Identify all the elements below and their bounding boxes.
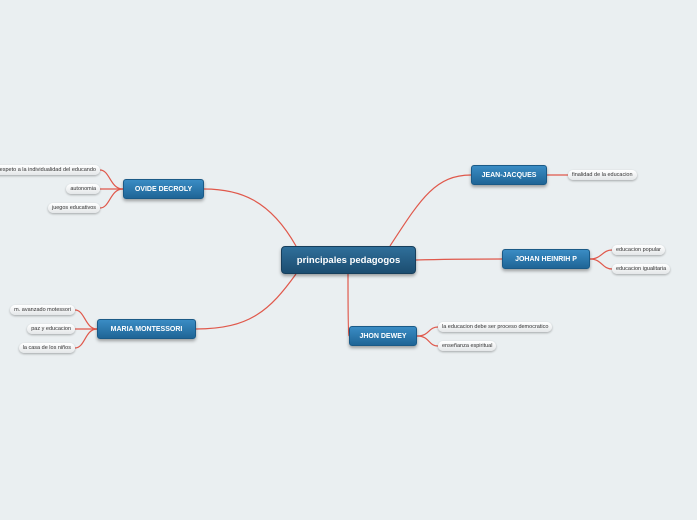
central-topic[interactable]: principales pedagogos xyxy=(281,246,416,274)
subtopic-juegos-educativos[interactable]: juegos educativos xyxy=(47,203,100,213)
link-johan-heinrih xyxy=(415,258,503,261)
main-topic-johan-heinrih[interactable]: JOHAN HEINRIH P xyxy=(502,249,590,269)
link-sub xyxy=(416,335,439,347)
link-sub xyxy=(99,188,124,209)
main-topic-jhon-dewey[interactable]: JHON DEWEY xyxy=(349,326,417,346)
subtopic-paz-educacion[interactable]: paz y educacion xyxy=(27,324,75,334)
subtopic-autonomia[interactable]: autonomia xyxy=(66,184,100,194)
subtopic-casa-ninos[interactable]: la casa de los niños xyxy=(18,343,75,353)
link-sub xyxy=(74,309,98,330)
subtopic-ensenanza-espiritual[interactable]: enseñanza espiritual xyxy=(438,341,497,351)
link-sub xyxy=(74,328,98,349)
main-topic-ovide-decroly[interactable]: OVIDE DECROLY xyxy=(123,179,204,199)
subtopic-proceso-democratico[interactable]: la educacion debe ser proceso democratic… xyxy=(438,322,553,332)
subtopic-finalidad-educacion[interactable]: finalidad de la educacion xyxy=(568,170,637,180)
link-sub xyxy=(416,326,439,337)
link-jhon-dewey xyxy=(347,273,350,337)
subtopic-educacion-popular[interactable]: educacion popular xyxy=(612,245,665,255)
link-maria-montessori xyxy=(195,273,297,330)
link-sub xyxy=(99,169,124,190)
main-topic-jean-jacques[interactable]: JEAN-JACQUES xyxy=(471,165,547,185)
main-topic-maria-montessori[interactable]: MARIA MONTESSORI xyxy=(97,319,196,339)
subtopic-respeto-individualidad[interactable]: respeto a la individualidad del educando xyxy=(0,165,100,175)
link-sub xyxy=(589,258,613,270)
subtopic-educacion-igualitaria[interactable]: educacion igualitaria xyxy=(612,264,671,274)
link-ovide-decroly xyxy=(203,188,297,247)
link-sub xyxy=(589,249,613,260)
subtopic-metodo-montessori[interactable]: m. avanzado motessori xyxy=(10,305,75,315)
link-jean-jacques xyxy=(389,174,472,247)
